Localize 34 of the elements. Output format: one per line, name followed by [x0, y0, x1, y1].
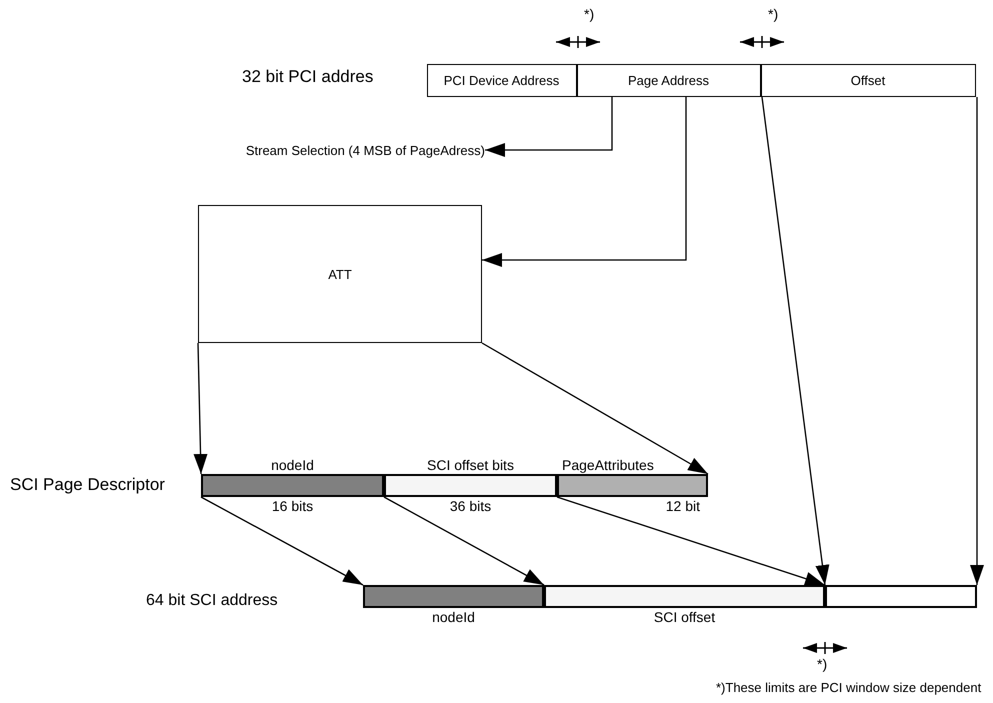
row-label: 32 bit PCI addres — [242, 67, 374, 87]
arrow — [556, 496, 826, 586]
table-box — [198, 205, 482, 343]
row-label: 64 bit SCI address — [146, 592, 278, 610]
field-name: SCI offset — [654, 609, 716, 625]
arrow — [200, 496, 364, 586]
field-name: nodeId — [270, 457, 315, 473]
field-name: nodeId — [432, 609, 475, 625]
stream-selection-label: Stream Selection (4 MSB of PageAdress) — [246, 142, 485, 158]
bit-count: 12 bit — [666, 498, 700, 514]
field-label: PCI Device Address — [444, 73, 560, 88]
footnote-mark: *) — [817, 656, 828, 672]
address-field — [760, 64, 976, 97]
address-field — [426, 64, 576, 97]
arrow — [485, 97, 613, 157]
table-label: ATT — [328, 266, 352, 282]
address-field — [825, 585, 977, 608]
address-field — [576, 64, 760, 97]
arrow — [761, 96, 830, 586]
footnote: *)These limits are PCI window size dependent — [716, 680, 982, 695]
field-label: Offset — [850, 73, 886, 88]
bit-count: 16 bits — [272, 498, 314, 514]
row-label: SCI Page Descriptor — [10, 475, 165, 495]
bit-count: 36 bits — [450, 498, 492, 514]
arrow — [482, 97, 687, 267]
field-name: PageAttributes — [561, 457, 655, 473]
arrow — [970, 97, 984, 585]
arrow — [194, 342, 208, 474]
arrow — [482, 342, 708, 475]
field-name: SCI offset bits — [426, 457, 515, 473]
footnote-mark: *) — [768, 6, 778, 22]
field-label: Page Address — [628, 73, 709, 88]
arrow — [384, 496, 544, 586]
footnote-mark: *) — [584, 6, 594, 22]
